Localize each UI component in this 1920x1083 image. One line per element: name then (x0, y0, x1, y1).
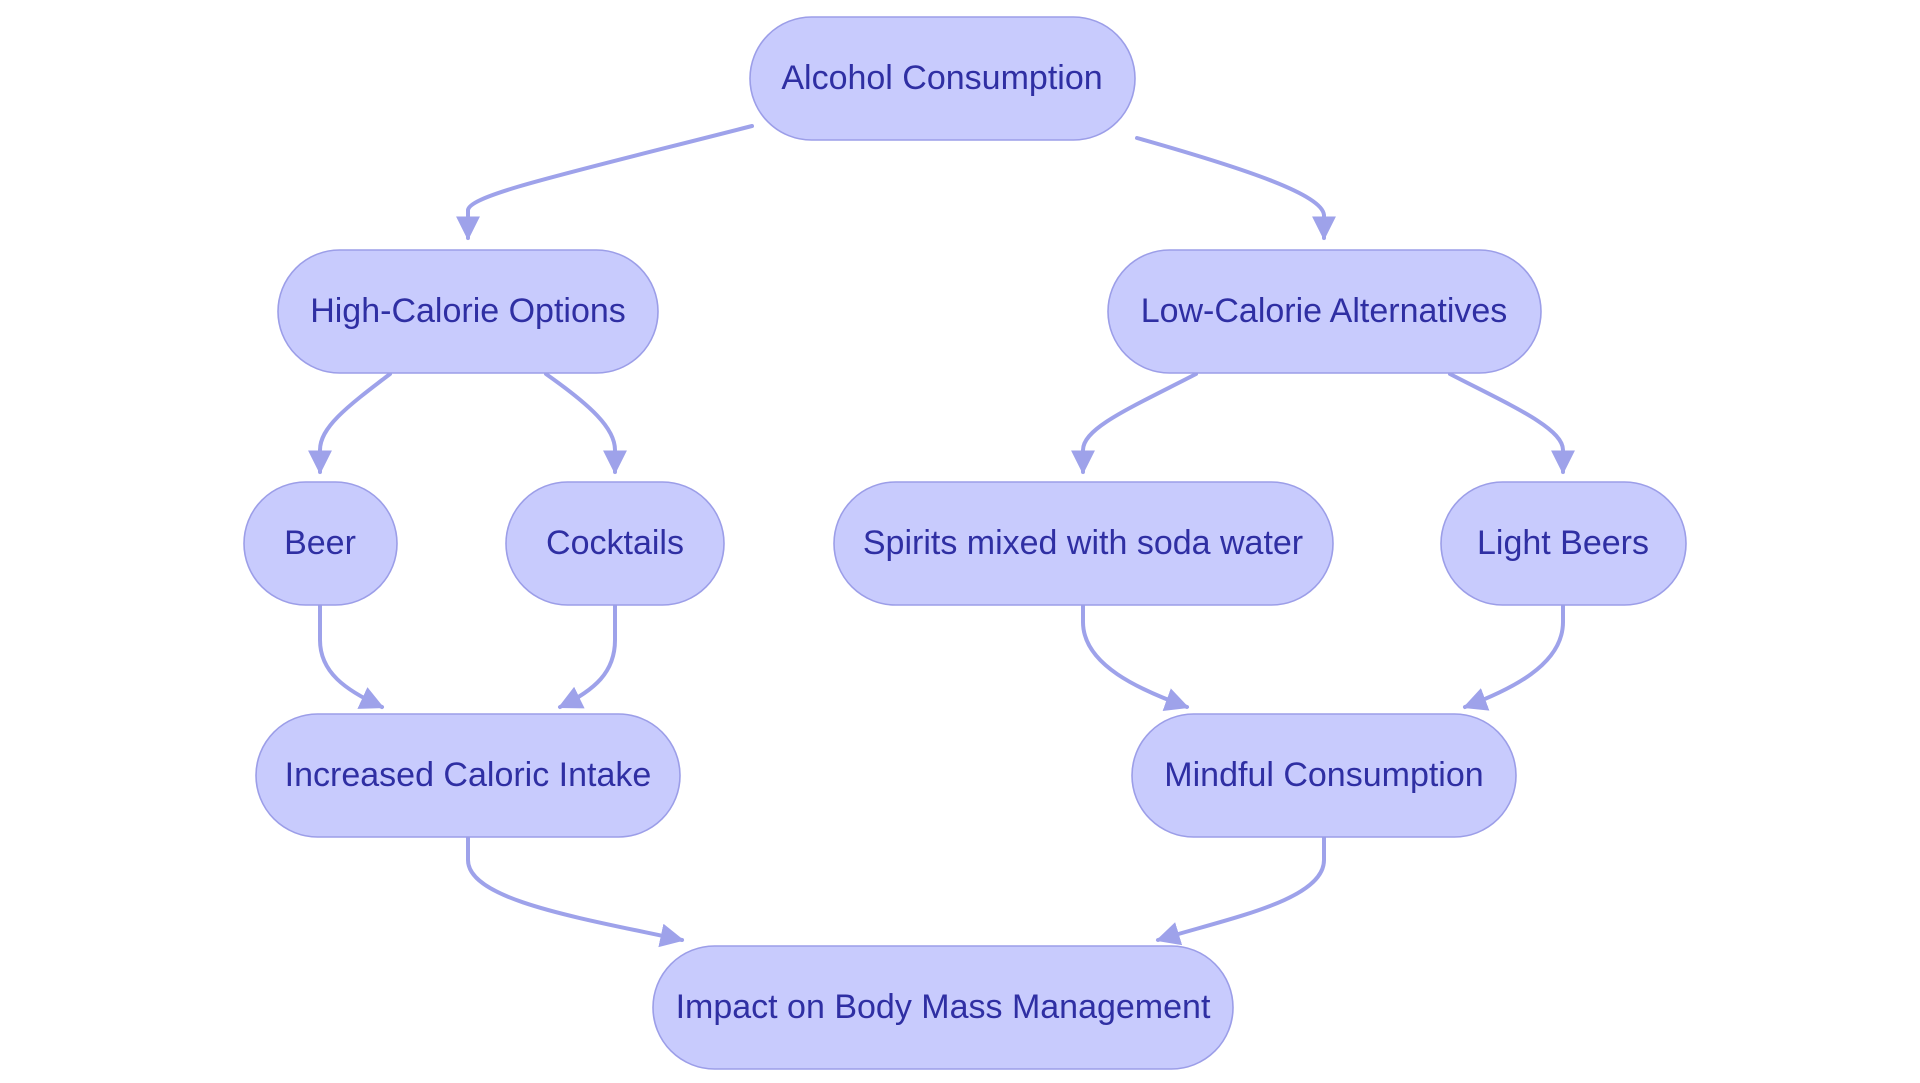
edge-high-calorie-to-beer (308, 372, 392, 475)
node-high-calorie-options[interactable]: High-Calorie Options (277, 249, 659, 374)
node-label: High-Calorie Options (310, 292, 626, 330)
node-label: Cocktails (546, 524, 684, 562)
edges-layer (308, 124, 1575, 948)
edge-alcohol-to-low-calorie (1135, 136, 1336, 241)
node-beer[interactable]: Beer (243, 481, 398, 606)
edge-spirits-to-mindful (1081, 602, 1190, 711)
node-label: Low-Calorie Alternatives (1141, 292, 1508, 330)
edge-light-beers-to-mindful (1462, 602, 1565, 711)
edge-high-calorie-to-cocktails (544, 372, 627, 475)
node-label: Beer (284, 524, 356, 562)
node-label: Increased Caloric Intake (285, 756, 652, 794)
node-mindful-consumption[interactable]: Mindful Consumption (1131, 713, 1517, 838)
edge-low-calorie-to-spirits (1071, 372, 1198, 475)
edge-cocktails-to-increased-intake (557, 602, 617, 709)
nodes-layer: Alcohol Consumption High-Calorie Options… (243, 16, 1687, 1070)
node-low-calorie-alternatives[interactable]: Low-Calorie Alternatives (1107, 249, 1542, 374)
edge-alcohol-to-high-calorie (456, 124, 754, 241)
node-label: Alcohol Consumption (781, 59, 1102, 97)
node-label: Mindful Consumption (1164, 756, 1483, 794)
node-spirits-mixed-with-soda-water[interactable]: Spirits mixed with soda water (833, 481, 1334, 606)
node-alcohol-consumption[interactable]: Alcohol Consumption (749, 16, 1136, 141)
node-cocktails[interactable]: Cocktails (505, 481, 725, 606)
edge-mindful-to-impact (1155, 834, 1326, 946)
edge-low-calorie-to-light-beers (1448, 372, 1575, 475)
node-impact-on-body-mass-management[interactable]: Impact on Body Mass Management (652, 945, 1234, 1070)
node-increased-caloric-intake[interactable]: Increased Caloric Intake (255, 713, 681, 838)
node-light-beers[interactable]: Light Beers (1440, 481, 1687, 606)
node-label: Impact on Body Mass Management (676, 988, 1211, 1026)
edge-increased-intake-to-impact (466, 834, 685, 948)
edge-beer-to-increased-intake (318, 602, 385, 709)
node-label: Spirits mixed with soda water (863, 524, 1303, 562)
node-label: Light Beers (1477, 524, 1649, 562)
